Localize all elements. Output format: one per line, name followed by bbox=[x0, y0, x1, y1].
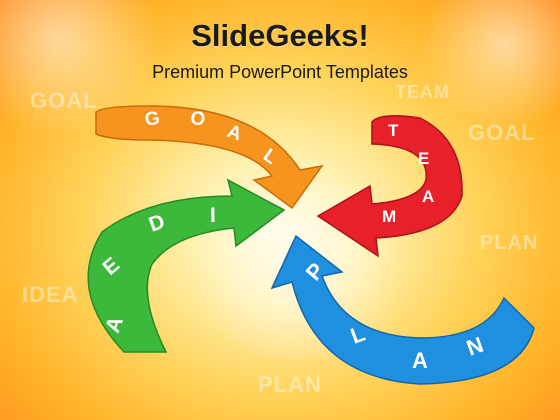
brand-subtitle: Premium PowerPoint Templates bbox=[152, 62, 408, 82]
plan-arrow: P L A N bbox=[270, 234, 535, 385]
goal-arrow: G O A L bbox=[95, 105, 324, 210]
background-word: GOAL bbox=[30, 88, 98, 113]
background-word: GOAL bbox=[468, 120, 536, 145]
goal-letter: G bbox=[143, 108, 161, 131]
team-letter: T bbox=[388, 121, 399, 140]
plan-letter: A bbox=[412, 348, 428, 373]
background-word: IDEA bbox=[22, 282, 79, 307]
team-arrow: T E A M bbox=[316, 115, 463, 258]
team-letter: E bbox=[418, 149, 429, 168]
team-letter: A bbox=[422, 187, 434, 206]
team-letter: M bbox=[382, 207, 396, 226]
idea-arrow: I D E A bbox=[87, 178, 286, 353]
idea-letter: D bbox=[146, 210, 168, 237]
idea-letter: I bbox=[210, 204, 216, 227]
background-word: PLAN bbox=[258, 372, 322, 397]
idea-letter: A bbox=[101, 314, 128, 336]
background-word: PLAN bbox=[480, 232, 539, 254]
brand-title: SlideGeeks! bbox=[191, 18, 369, 53]
goal-letter: O bbox=[190, 108, 207, 130]
background-word: TEAM bbox=[395, 82, 450, 102]
